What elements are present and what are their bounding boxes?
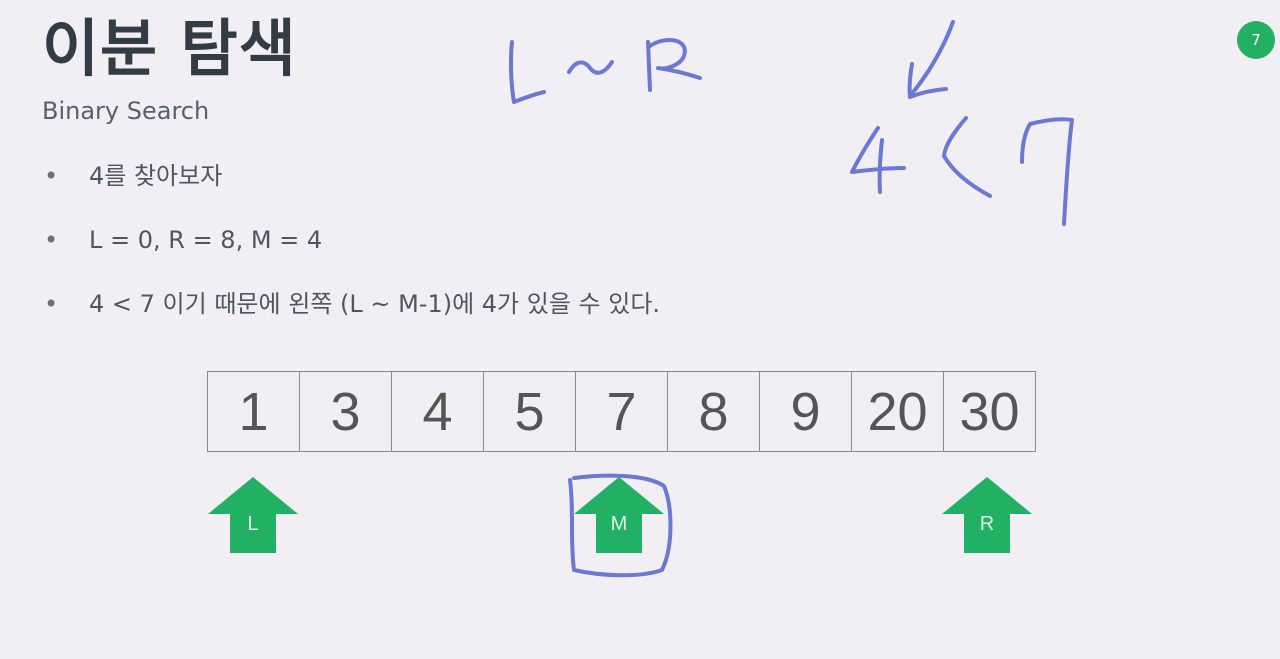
ink-stroke-arrow-shaft: [908, 20, 955, 98]
array-cell: 3: [300, 372, 392, 451]
array-cell: 4: [392, 372, 484, 451]
ink-stroke-arrow-head: [907, 62, 948, 99]
ink-stroke-seven: [1020, 117, 1074, 226]
bullet-text: L = 0, R = 8, M = 4: [89, 226, 323, 254]
array-cells: 1 3 4 5 7 8 9 20 30: [207, 371, 1036, 452]
ink-stroke-r-bowl: [648, 38, 702, 80]
bullet-text: 4 < 7 이기 때문에 왼쪽 (L ~ M-1)에 4가 있을 수 있다.: [89, 290, 661, 318]
ink-stroke-l: [508, 40, 546, 104]
up-arrow-icon: [208, 477, 298, 553]
ink-stroke-four-diag: [850, 126, 906, 174]
array-cell: 30: [944, 372, 1036, 451]
ink-stroke-tilde: [567, 60, 614, 75]
slide-subtitle: Binary Search: [42, 97, 210, 125]
array-cell: 8: [668, 372, 760, 451]
bullet-dot-icon: •: [44, 226, 59, 254]
ink-stroke-r-stem: [646, 40, 652, 92]
slide-title: 이분 탐색: [42, 12, 297, 85]
pointer-left-arrow: L: [208, 477, 298, 553]
page-number-badge: 7: [1237, 21, 1275, 59]
bullet-text: 4를 찾아보자: [89, 162, 223, 190]
bullet-dot-icon: •: [44, 162, 59, 190]
array-cell: 7: [576, 372, 668, 451]
bullet-dot-icon: •: [44, 290, 59, 318]
pointer-mid-arrow: M: [574, 477, 664, 553]
up-arrow-icon: [942, 477, 1032, 553]
ink-stroke-circle-m: [568, 473, 673, 578]
array-cell: 5: [484, 372, 576, 451]
array-cell: 20: [852, 372, 944, 451]
array-cell: 9: [760, 372, 852, 451]
pointer-right-arrow: R: [942, 477, 1032, 553]
up-arrow-icon: [574, 477, 664, 553]
pointer-label: M: [610, 513, 628, 535]
pointer-label: L: [247, 513, 259, 535]
ink-stroke-four-stem: [877, 138, 884, 194]
pointer-label: R: [979, 513, 995, 535]
ink-stroke-less-than: [942, 116, 992, 198]
array-cell: 1: [208, 372, 300, 451]
